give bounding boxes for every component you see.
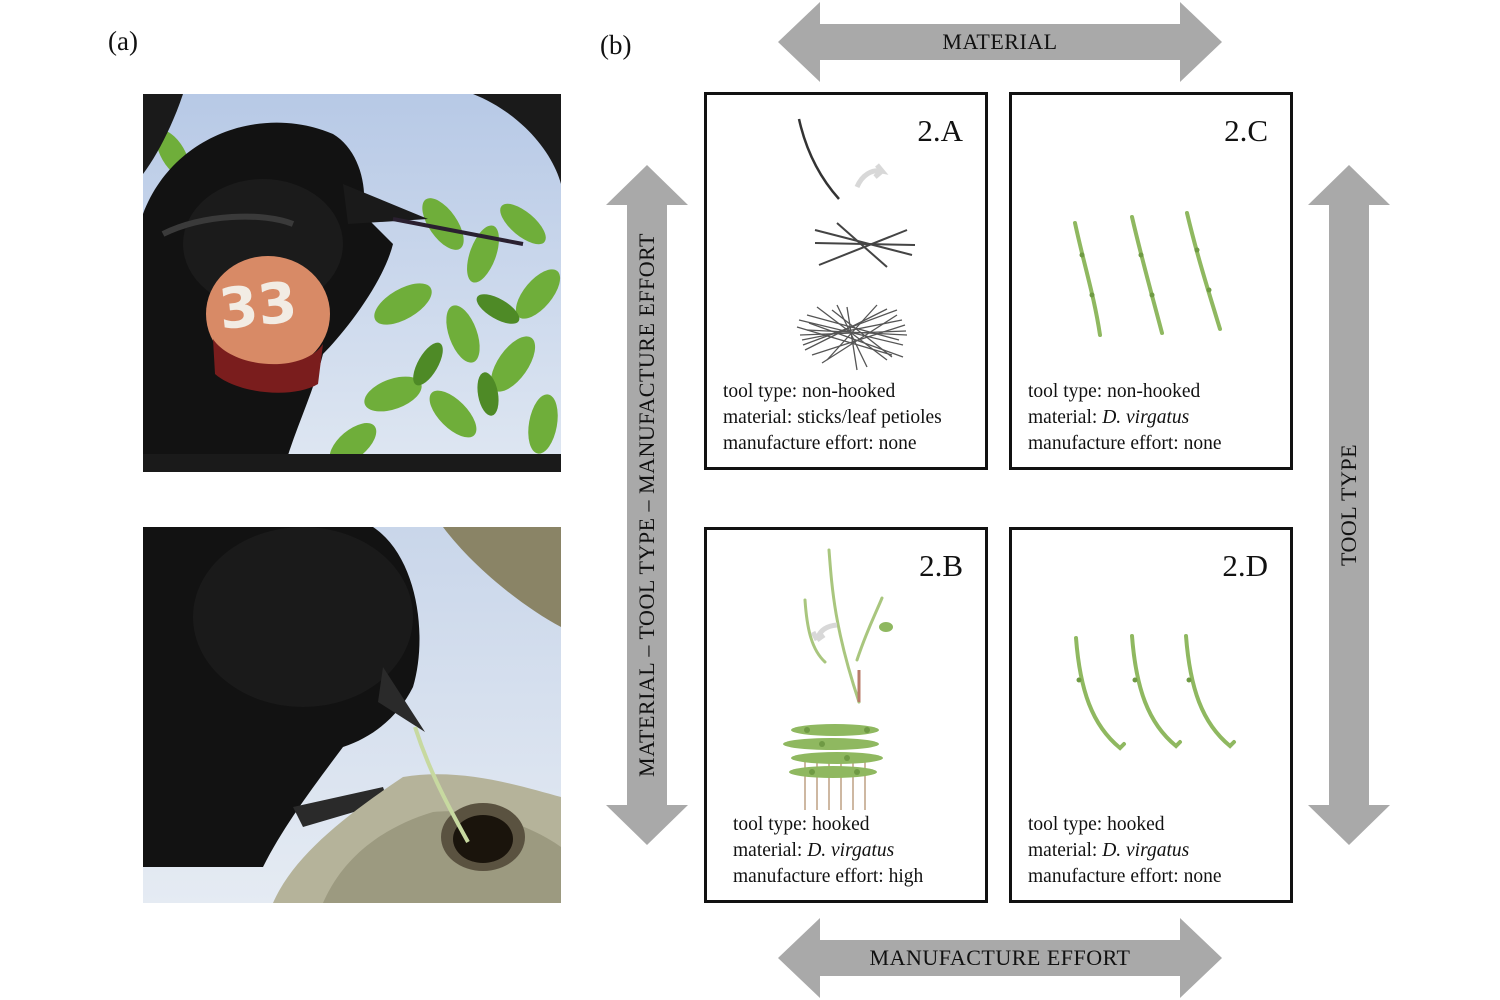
box-2c-effort: none [1183, 433, 1222, 454]
box-2b-description: tool type: hooked material: D. virgatus … [733, 814, 924, 887]
box-2d-title: 2.D [1222, 548, 1268, 583]
box-2c-tool-type: non-hooked [1107, 381, 1201, 402]
photo-crow-tagged: 33 [143, 94, 561, 472]
photo-crow-probing [143, 527, 561, 903]
arrow-material-label: MATERIAL [942, 29, 1058, 54]
box-2b: 2.B tool type: hooked material: D. virga… [704, 527, 988, 903]
box-2b-tool-type: hooked [812, 814, 870, 835]
hooked-stems-illustration [1074, 634, 1236, 751]
arrow-combined: MATERIAL – TOOL TYPE – MANUFACTURE EFFOR… [606, 165, 688, 845]
box-2a-material: sticks/leaf petioles [797, 407, 942, 428]
box-2a-description: tool type: non-hooked material: sticks/l… [723, 381, 942, 454]
arrow-tool-type-label: TOOL TYPE [1336, 443, 1361, 567]
arrow-material: MATERIAL [778, 2, 1222, 82]
box-2a-tool-type: non-hooked [802, 381, 896, 402]
arrow-tool-type: TOOL TYPE [1308, 165, 1390, 845]
box-2b-material: D. virgatus [807, 840, 895, 861]
box-2c-title: 2.C [1224, 113, 1268, 148]
sticks-illustration [796, 118, 916, 371]
panel-b-label: (b) [600, 30, 632, 60]
arrow-combined-label: MATERIAL – TOOL TYPE – MANUFACTURE EFFOR… [634, 233, 659, 777]
box-2d-effort: none [1183, 866, 1222, 887]
straight-stems-illustration [1073, 211, 1222, 337]
arrow-manufacture-effort: MANUFACTURE EFFORT [778, 918, 1222, 998]
box-2c-description: tool type: non-hooked material: D. virga… [1028, 381, 1222, 454]
stick-pile [796, 304, 908, 371]
panel-a-label: (a) [108, 26, 138, 56]
box-2b-effort: high [888, 866, 924, 887]
box-2d-material: D. virgatus [1102, 840, 1190, 861]
branched-stem-illustration [783, 548, 893, 810]
leg-tag-number: 33 [215, 270, 301, 343]
box-2d: 2.D tool type: hooked material: D. virga… [1009, 527, 1293, 903]
box-2d-description: tool type: hooked material: D. virgatus … [1028, 814, 1222, 887]
box-2d-tool-type: hooked [1107, 814, 1165, 835]
box-2b-title: 2.B [919, 548, 963, 583]
arrow-manufacture-effort-label: MANUFACTURE EFFORT [869, 945, 1131, 970]
leaflet-pile [783, 724, 883, 810]
box-2c-material: D. virgatus [1102, 407, 1190, 428]
box-2a-effort: none [878, 433, 917, 454]
box-2c: 2.C tool type: non-hooked material: D. v… [1009, 92, 1293, 470]
box-2a-title: 2.A [917, 113, 963, 148]
box-2a: 2.A tool type: non-hooked material: stic… [704, 92, 988, 470]
